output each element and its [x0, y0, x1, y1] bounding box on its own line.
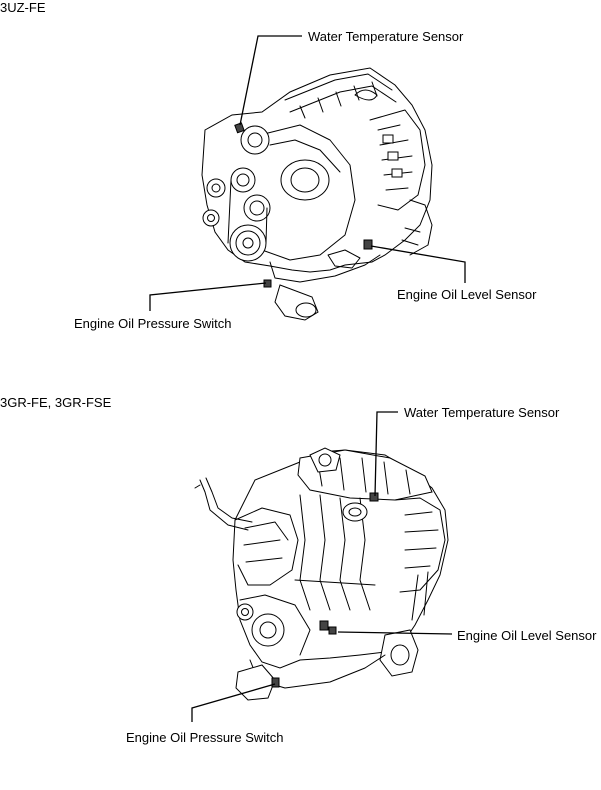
label-water-temperature-sensor-3uz: Water Temperature Sensor [308, 29, 464, 44]
label-engine-oil-level-sensor-3gr: Engine Oil Level Sensor [457, 628, 597, 643]
section-heading-3uz-fe: 3UZ-FE [0, 0, 46, 15]
label-engine-oil-pressure-switch-3gr: Engine Oil Pressure Switch [126, 730, 284, 745]
leader-lines-3gr [191, 411, 453, 722]
section-heading-3gr: 3GR-FE, 3GR-FSE [0, 395, 112, 410]
label-water-temperature-sensor-3gr: Water Temperature Sensor [404, 405, 560, 420]
leader-lines-3uz-fe [149, 35, 466, 311]
label-engine-oil-level-sensor-3uz: Engine Oil Level Sensor [397, 287, 537, 302]
label-engine-oil-pressure-switch-3uz: Engine Oil Pressure Switch [74, 316, 232, 331]
engine-illustration-3gr [194, 447, 449, 701]
engine-illustration-3uz-fe [201, 67, 433, 321]
